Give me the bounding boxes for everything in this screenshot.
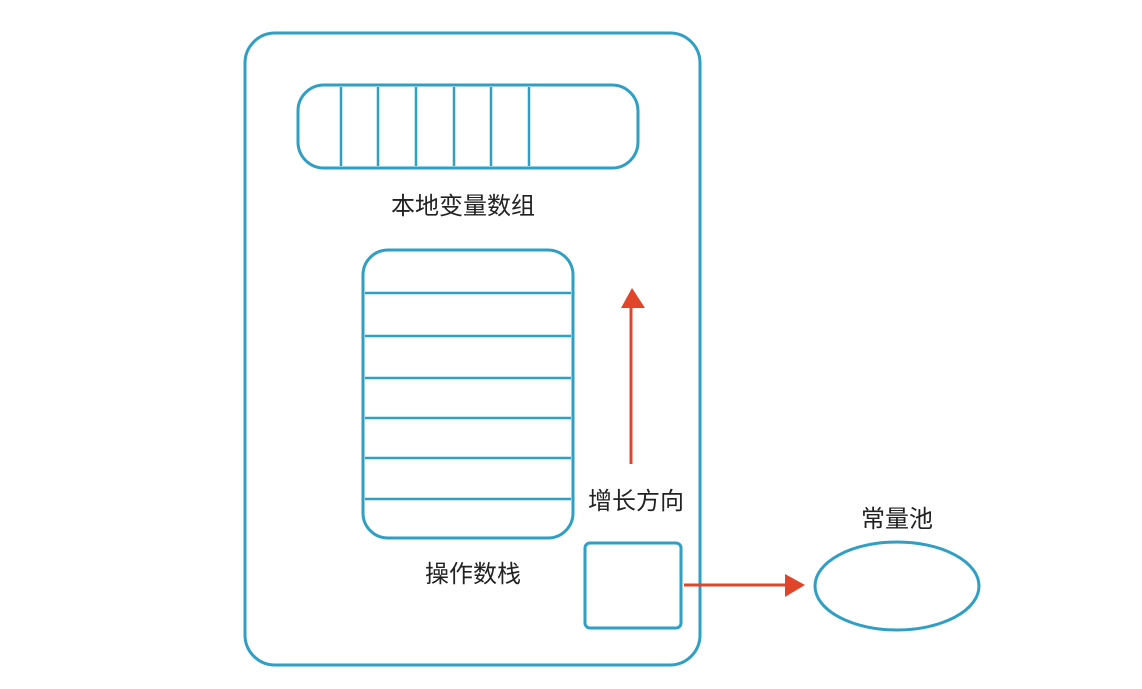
operand-stack — [361, 248, 575, 540]
constant-pool-reference-box — [583, 541, 683, 630]
operand-stack-label: 操作数栈 — [425, 560, 521, 588]
growth-direction-arrow — [621, 288, 645, 464]
constant-pool-arrow — [684, 574, 805, 597]
constant-pool — [813, 540, 981, 632]
local-variable-array-label: 本地变量数组 — [391, 192, 535, 220]
constant-pool-label: 常量池 — [861, 505, 933, 533]
local-variable-array — [296, 83, 640, 170]
stack-frame — [243, 31, 702, 667]
growth-direction-label: 增长方向 — [588, 487, 684, 515]
